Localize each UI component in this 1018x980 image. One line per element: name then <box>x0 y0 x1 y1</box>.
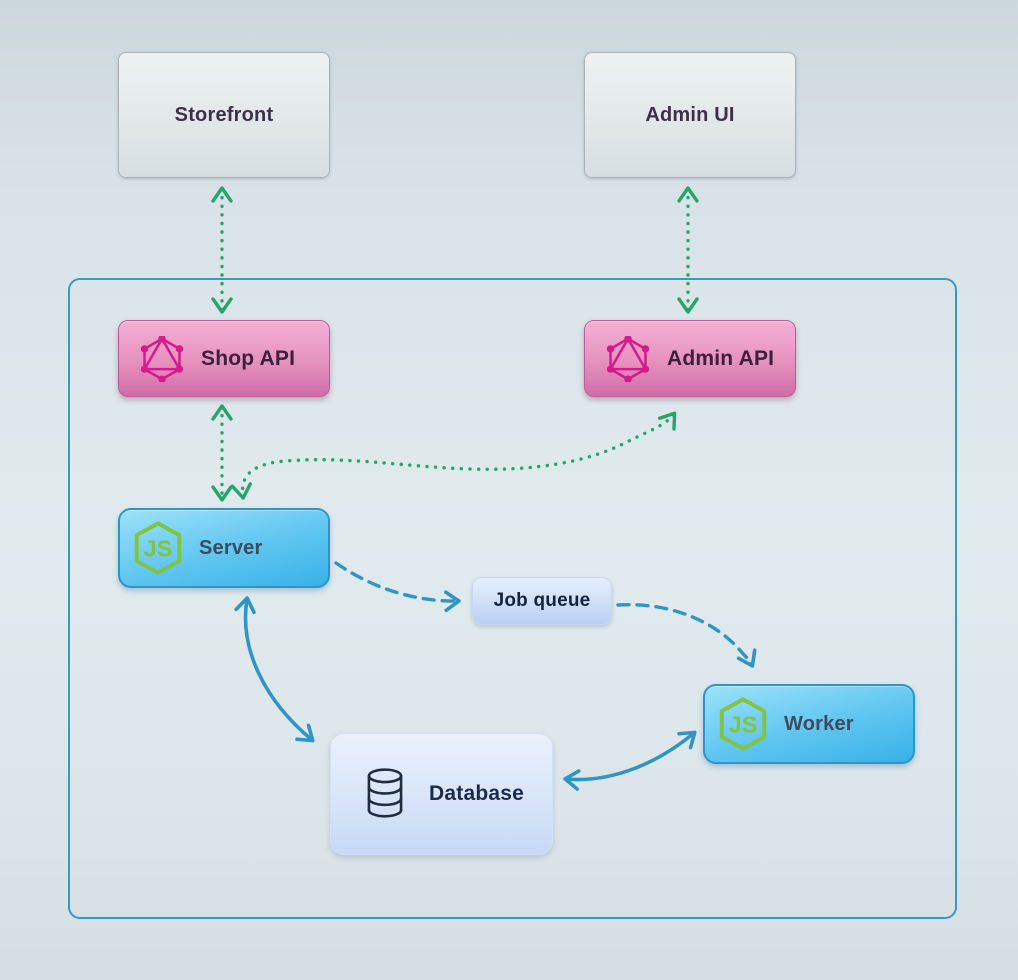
node-server[interactable]: JS Server <box>118 508 330 588</box>
node-job-queue[interactable]: Job queue <box>472 577 612 625</box>
node-database[interactable]: Database <box>330 733 553 855</box>
node-admin-ui[interactable]: Admin UI <box>584 52 796 178</box>
node-admin-api[interactable]: Admin API <box>584 320 796 397</box>
node-worker[interactable]: JS Worker <box>703 684 915 764</box>
node-database-label: Database <box>429 782 524 805</box>
graphql-icon <box>605 335 651 382</box>
node-server-label: Server <box>199 536 263 559</box>
nodejs-icon: JS <box>715 696 771 752</box>
svg-text:JS: JS <box>144 535 173 561</box>
graphql-icon <box>139 335 185 382</box>
node-storefront-label: Storefront <box>174 103 274 126</box>
database-icon <box>359 766 411 822</box>
node-job-queue-label: Job queue <box>493 590 591 611</box>
backend-group-container <box>68 278 957 919</box>
node-admin-api-label: Admin API <box>667 346 775 370</box>
node-worker-label: Worker <box>784 712 854 735</box>
node-admin-ui-label: Admin UI <box>645 103 735 126</box>
svg-text:JS: JS <box>729 711 758 737</box>
node-shop-api[interactable]: Shop API <box>118 320 330 397</box>
nodejs-icon: JS <box>130 520 186 576</box>
node-storefront[interactable]: Storefront <box>118 52 330 178</box>
node-shop-api-label: Shop API <box>201 346 296 370</box>
